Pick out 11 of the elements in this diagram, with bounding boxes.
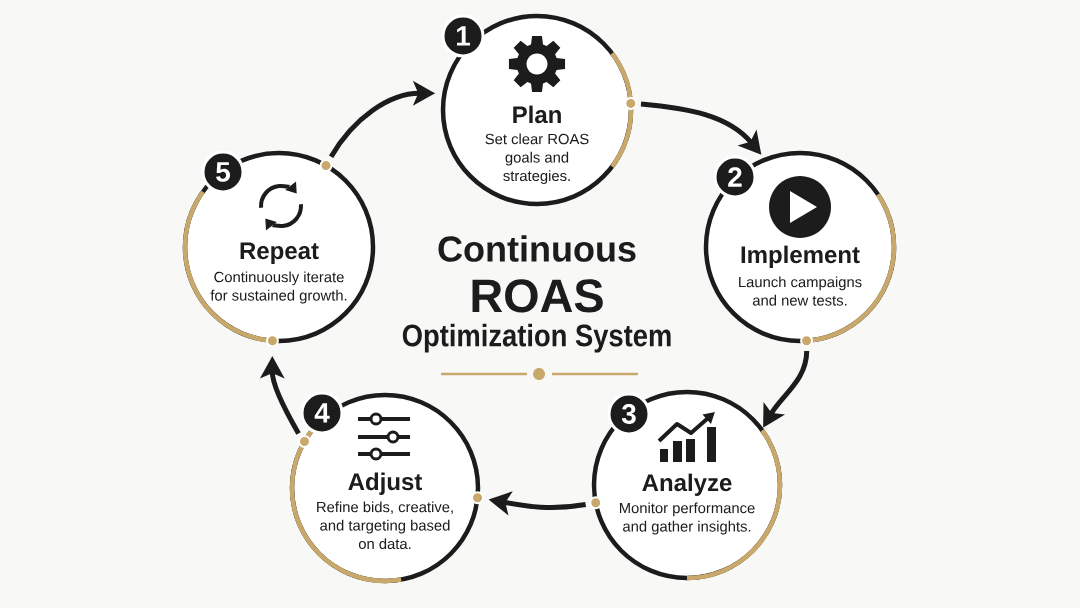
step-title: Analyze — [642, 473, 732, 496]
step-title: Repeat — [240, 242, 319, 264]
step-description: Continuously iterate for sustained growth. — [210, 271, 347, 304]
title: Continuous ROAS Optimization System — [402, 235, 671, 353]
step-description: Monitor performance and gather insights. — [619, 502, 755, 535]
step-title: Adjust — [348, 472, 423, 495]
step-description: Launch campaigns and new tests. — [739, 276, 862, 306]
step-description: Refine bids, creative, and targeting based on data. — [317, 501, 453, 550]
step-title: Implement — [741, 245, 860, 268]
step-description: Set clear ROAS goals and strategies. — [485, 133, 589, 184]
step-title: Plan — [513, 105, 561, 124]
